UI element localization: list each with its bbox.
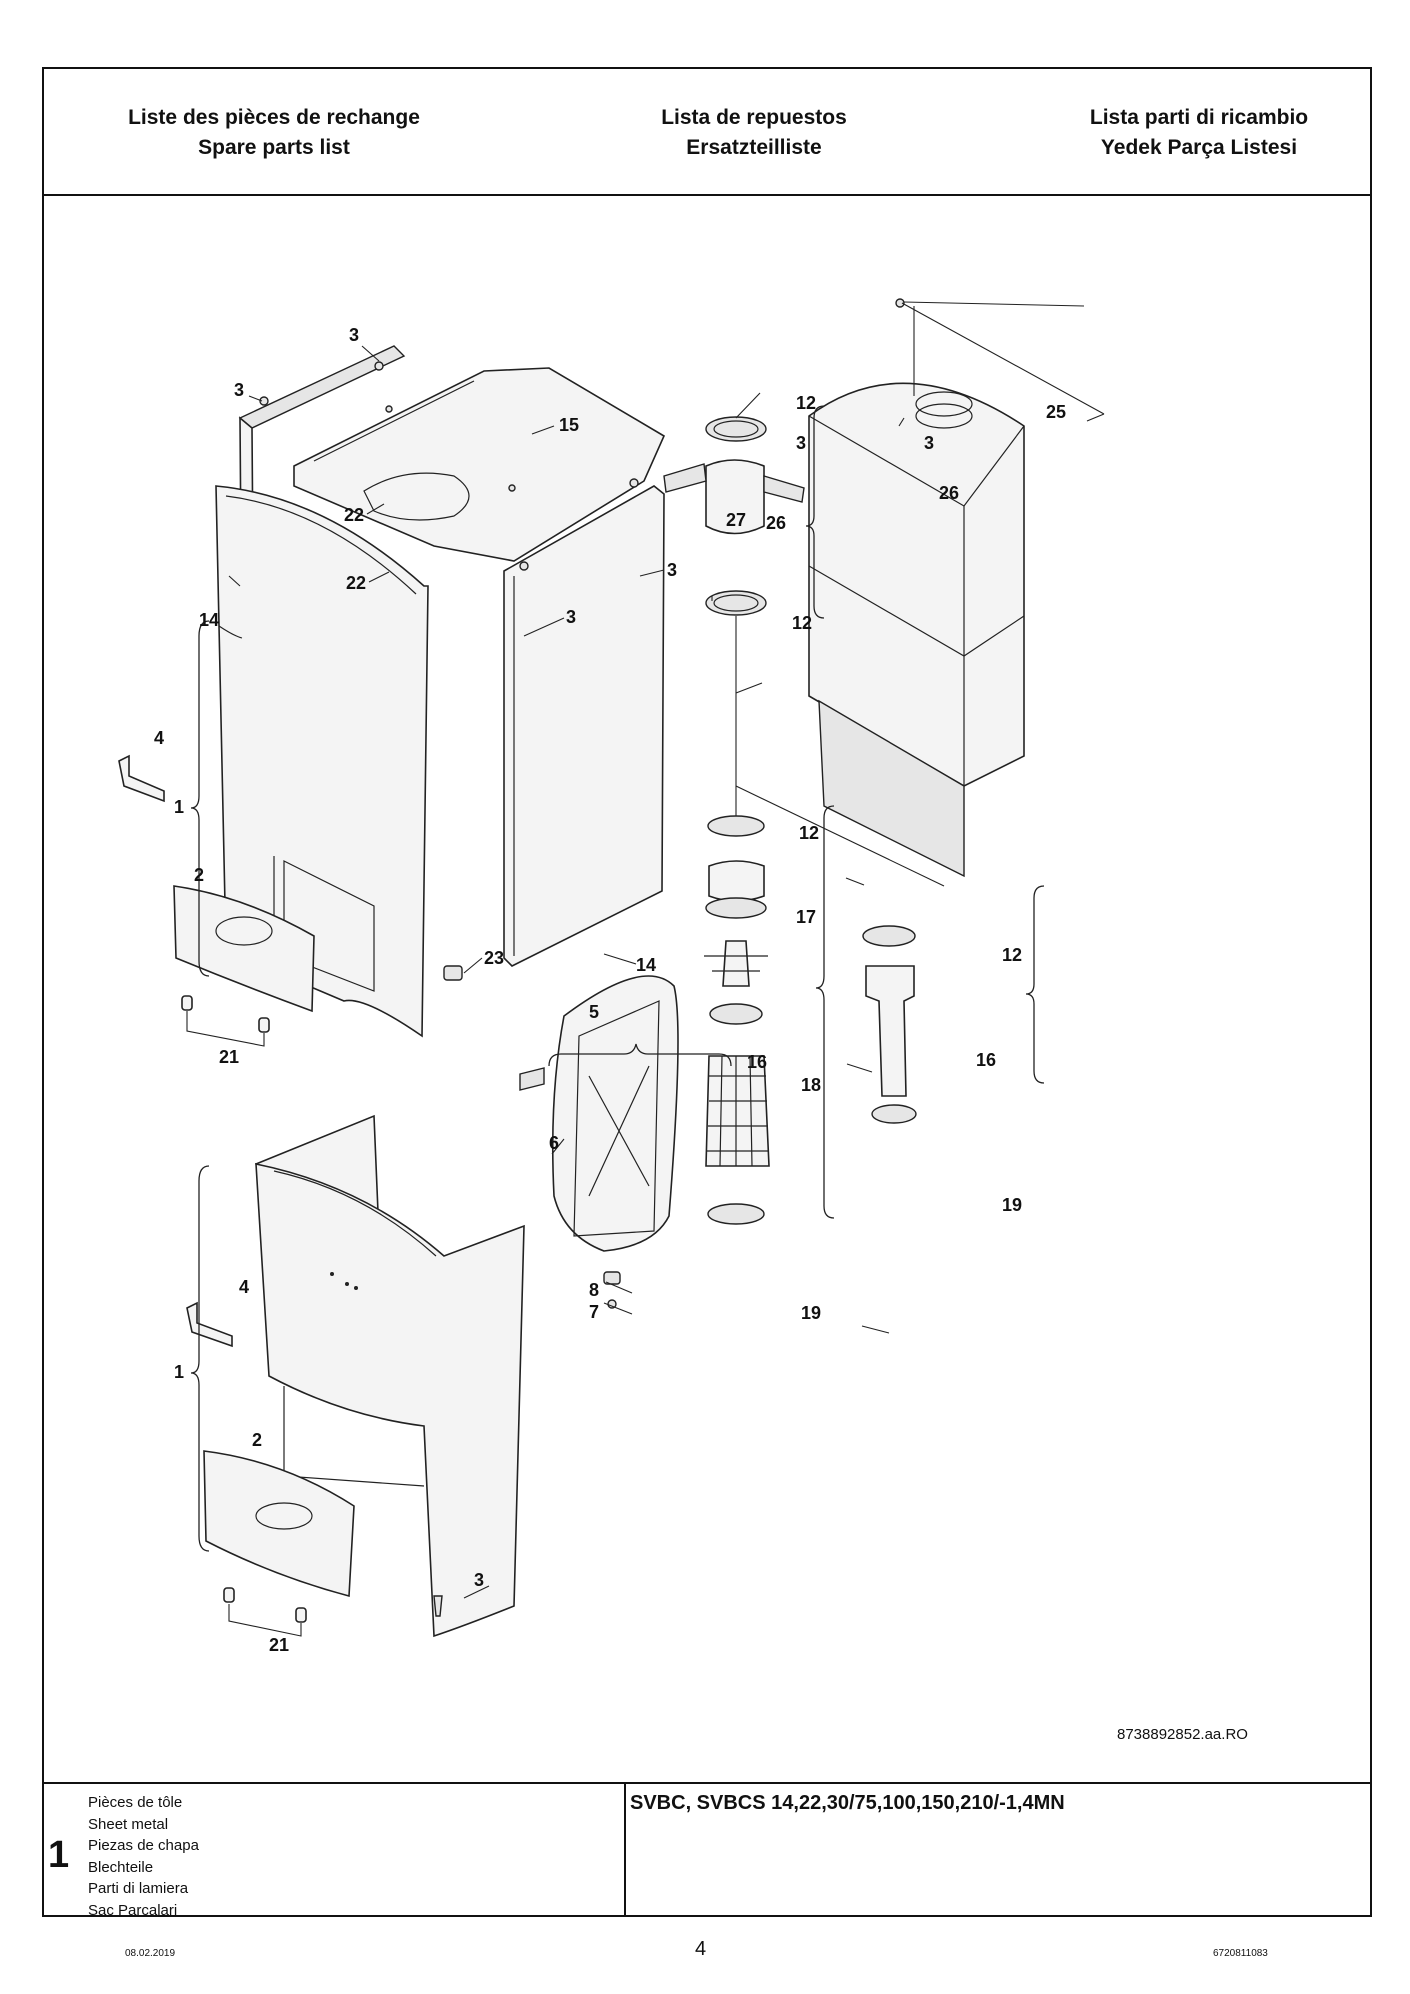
screw-lower-part-3 (433, 1595, 443, 1617)
top-plate-part-15 (293, 367, 666, 562)
callout-label: 3 (796, 433, 806, 453)
callout-labels: 3 3 14 15 22 22 3 3 4 1 2 14 23 21 5 6 8… (154, 325, 1066, 1655)
callout-label: 17 (796, 907, 816, 927)
callout-label: 12 (792, 613, 812, 633)
print-date: 08.02.2019 (125, 1948, 176, 1959)
callout-label: 3 (924, 433, 934, 453)
exploded-view-svg: 3 3 14 15 22 22 3 3 4 1 2 14 23 21 5 6 8… (118, 298, 1105, 1655)
braces (190, 405, 1045, 1552)
title-it: Lista parti di ricambio (1089, 106, 1309, 129)
callout-label: 23 (484, 948, 504, 968)
callout-label: 6 (549, 1133, 559, 1153)
group-names: Pièces de tôle Sheet metal Piezas de cha… (88, 1792, 199, 1921)
callout-label: 3 (349, 325, 359, 345)
group-name-it: Parti di lamiera (88, 1880, 189, 1897)
callout-label: 22 (346, 573, 366, 593)
title-es: Lista de repuestos (661, 106, 847, 129)
page-frame: Liste des pièces de rechange Spare parts… (42, 67, 1372, 1919)
title-de: Ersatzteilliste (686, 136, 822, 159)
title-en: Spare parts list (198, 136, 350, 159)
screws-upper-part-3 (259, 361, 639, 571)
knobs-lower-part-21 (223, 1587, 307, 1637)
callout-label: 21 (219, 1047, 239, 1067)
callout-label: 12 (796, 393, 816, 413)
figure-reference: 8738892852.aa.RO (1117, 1726, 1248, 1743)
callout-label: 4 (239, 1277, 249, 1297)
callout-label: 16 (747, 1052, 767, 1072)
side-panel-right-part-14 (503, 485, 665, 967)
callout-label: 3 (234, 380, 244, 400)
callout-label: 3 (474, 1570, 484, 1590)
callout-label: 1 (174, 1362, 184, 1382)
group-name-es: Piezas de chapa (88, 1837, 199, 1854)
fascia-lower-part-2 (203, 1450, 355, 1598)
header-it-tr: Lista parti di ricambio Yedek Parça List… (999, 103, 1399, 163)
clip-part-23 (443, 965, 463, 981)
label-upper-part-4 (118, 754, 165, 803)
siphon-part-5 (519, 975, 679, 1309)
boiler-frame (808, 298, 1025, 878)
callout-label: 3 (667, 560, 677, 580)
callout-label: 19 (801, 1303, 821, 1323)
callout-label: 14 (199, 610, 219, 630)
vertical-flue-part-16 (704, 815, 770, 1225)
page-number: 4 (695, 1938, 707, 1960)
callout-label: 8 (589, 1280, 599, 1300)
knobs-upper-part-21 (181, 995, 270, 1047)
callout-label: 22 (344, 505, 364, 525)
callout-label: 19 (1002, 1195, 1022, 1215)
callout-label: 12 (1002, 945, 1022, 965)
header-es-de: Lista de repuestos Ersatzteilliste (544, 103, 964, 163)
group-name-tr: Sac Parcalari (88, 1901, 178, 1919)
callout-label: 4 (154, 728, 164, 748)
exploded-view-drawing: 3 3 14 15 22 22 3 3 4 1 2 14 23 21 5 6 8… (44, 196, 1370, 1782)
callout-label: 2 (194, 865, 204, 885)
footer: 1 Pièces de tôle Sheet metal Piezas de c… (44, 1782, 1370, 1919)
header: Liste des pièces de rechange Spare parts… (44, 69, 1370, 196)
group-name-de: Blechteile (88, 1858, 154, 1876)
callout-label: 15 (559, 415, 579, 435)
callout-label: 12 (799, 823, 819, 843)
callout-label: 27 (726, 510, 746, 530)
header-fr-en: Liste des pièces de rechange Spare parts… (84, 103, 464, 163)
group-number: 1 (48, 1834, 70, 1876)
callout-label: 16 (976, 1050, 996, 1070)
lower-casing-part-1 (254, 1114, 525, 1638)
callout-label: 26 (939, 483, 959, 503)
callout-label: 3 (566, 607, 576, 627)
callout-label: 26 (766, 513, 786, 533)
flue-adapter-part-27 (663, 416, 805, 616)
footer-divider (624, 1784, 626, 1917)
label-lower-part-4 (186, 1301, 233, 1348)
callout-label: 21 (269, 1635, 289, 1655)
callout-label: 7 (589, 1302, 599, 1322)
model-designation: SVBC, SVBCS 14,22,30/75,100,150,210/-1,4… (630, 1792, 1065, 1814)
callout-label: 1 (174, 797, 184, 817)
callout-label: 2 (252, 1430, 262, 1450)
group-name-en: Sheet metal (88, 1815, 169, 1833)
callout-label: 25 (1046, 402, 1066, 422)
document-number: 6720811083 (1213, 1948, 1268, 1959)
title-fr: Liste des pièces de rechange (128, 106, 420, 129)
fascia-upper-part-2 (173, 885, 315, 1013)
callout-label: 5 (589, 1002, 599, 1022)
group-name-fr: Pièces de tôle (88, 1794, 183, 1811)
callout-label: 14 (636, 955, 656, 975)
leader-lines (218, 301, 1105, 1599)
callout-label: 18 (801, 1075, 821, 1095)
horizontal-flue-part-16 (862, 925, 917, 1124)
title-tr: Yedek Parça Listesi (1100, 136, 1298, 159)
